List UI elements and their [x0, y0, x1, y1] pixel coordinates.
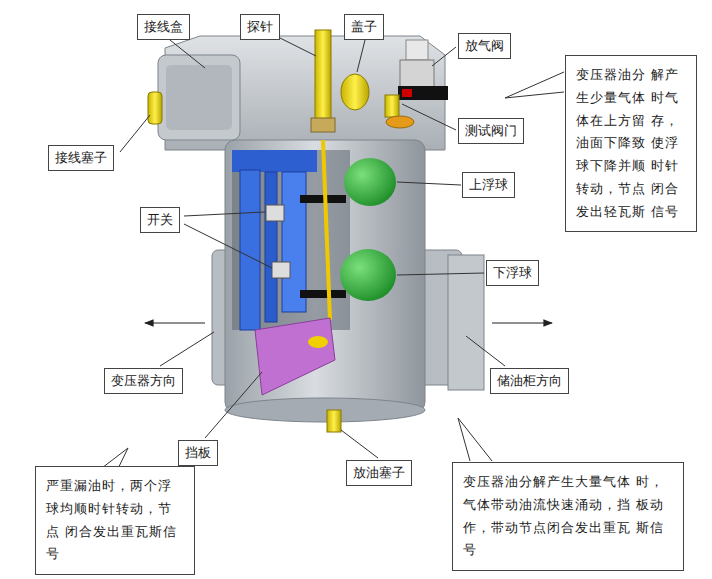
part-label: 放油塞子	[346, 460, 412, 486]
label-text: 变压器方向	[111, 372, 176, 390]
note-box: 变压器油分 解产生少量气体 时气体在上方留 存，油面下降致 使浮球下降并顺 时针…	[565, 55, 697, 232]
note-box: 严重漏油时，两个浮 球均顺时针转动，节点 闭合发出重瓦斯信号	[35, 466, 195, 575]
part-label: 接线塞子	[48, 145, 114, 171]
label-text: 挡板	[185, 444, 211, 462]
label-text: 储油柜方向	[497, 372, 562, 390]
part-label: 放气阀	[458, 33, 511, 59]
label-text: 下浮球	[493, 264, 532, 282]
note-text: 严重漏油时，两个浮 球均顺时针转动，节点 闭合发出重瓦斯信号	[46, 475, 184, 566]
note-text: 变压器油分 解产生少量气体 时气体在上方留 存，油面下降致 使浮球下降并顺 时针…	[576, 64, 686, 223]
note-box: 变压器油分解产生大量气体 时，气体带动油流快速涌动，挡 板动作，带动节点闭合发出…	[452, 462, 684, 571]
part-label: 挡板	[178, 440, 218, 466]
part-label: 变压器方向	[104, 368, 183, 394]
part-label: 测试阀门	[458, 118, 524, 144]
part-label: 上浮球	[462, 172, 515, 198]
label-text: 探针	[247, 18, 273, 36]
label-text: 接线盒	[144, 18, 183, 36]
label-text: 盖子	[351, 18, 377, 36]
label-text: 接线塞子	[55, 149, 107, 167]
part-label: 下浮球	[486, 260, 539, 286]
label-text: 上浮球	[469, 176, 508, 194]
part-label: 储油柜方向	[490, 368, 569, 394]
note-text: 变压器油分解产生大量气体 时，气体带动油流快速涌动，挡 板动作，带动节点闭合发出…	[463, 471, 673, 562]
label-text: 放油塞子	[353, 464, 405, 482]
part-label: 盖子	[344, 14, 384, 40]
part-label: 探针	[240, 14, 280, 40]
part-label: 开关	[140, 207, 180, 233]
label-text: 放气阀	[465, 37, 504, 55]
label-text: 测试阀门	[465, 122, 517, 140]
label-text: 开关	[147, 211, 173, 229]
part-label: 接线盒	[137, 14, 190, 40]
